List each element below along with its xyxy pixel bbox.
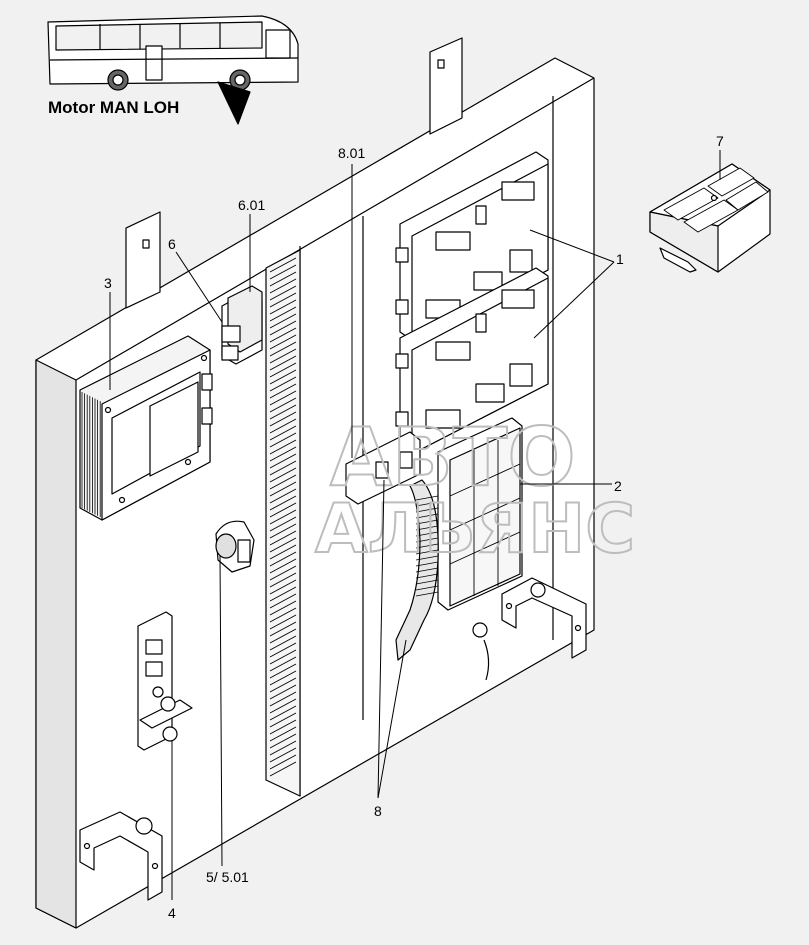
callout-4: 4 xyxy=(168,905,176,921)
central-electrical-module-lower xyxy=(395,267,549,455)
bus-icon xyxy=(47,15,299,91)
page-title: Motor MAN LOH xyxy=(48,98,180,117)
callout-1: 1 xyxy=(616,251,624,267)
bottom-bracket-left xyxy=(79,811,163,901)
engine-control-unit xyxy=(79,335,213,521)
wire-harness xyxy=(395,479,439,661)
callout-5-501: 5/ 5.01 xyxy=(206,869,249,885)
view-arrow-icon xyxy=(217,81,251,125)
watermark: АВТО АЛЬЯНС xyxy=(314,410,636,570)
callout-6: 6 xyxy=(168,236,176,252)
watermark-line-2: АЛЬЯНС xyxy=(315,490,635,569)
central-electrical-module-upper xyxy=(395,151,549,341)
callout-3: 3 xyxy=(104,275,112,291)
callout-2: 2 xyxy=(614,478,622,494)
connector-bracket xyxy=(345,431,421,505)
callout-601: 6.01 xyxy=(238,197,265,213)
watermark-line-1: АВТО xyxy=(330,411,575,504)
relay-module xyxy=(649,163,771,273)
vehicle-control-unit xyxy=(437,417,523,611)
terminal-strip xyxy=(137,611,193,751)
callout-801: 8.01 xyxy=(338,145,365,161)
top-bracket-right xyxy=(429,37,463,135)
callout-labels: 1 2 3 4 5/ 5.01 6 6.01 7 8 8.01 xyxy=(104,133,724,921)
bottom-bracket-right xyxy=(472,577,587,681)
top-bracket-left xyxy=(125,211,161,309)
diagnostic-connector xyxy=(215,520,255,573)
callout-7: 7 xyxy=(716,133,724,149)
callout-8: 8 xyxy=(374,803,382,819)
relay-block xyxy=(221,285,263,365)
leader-lines xyxy=(109,150,721,900)
cable-duct xyxy=(265,249,301,797)
